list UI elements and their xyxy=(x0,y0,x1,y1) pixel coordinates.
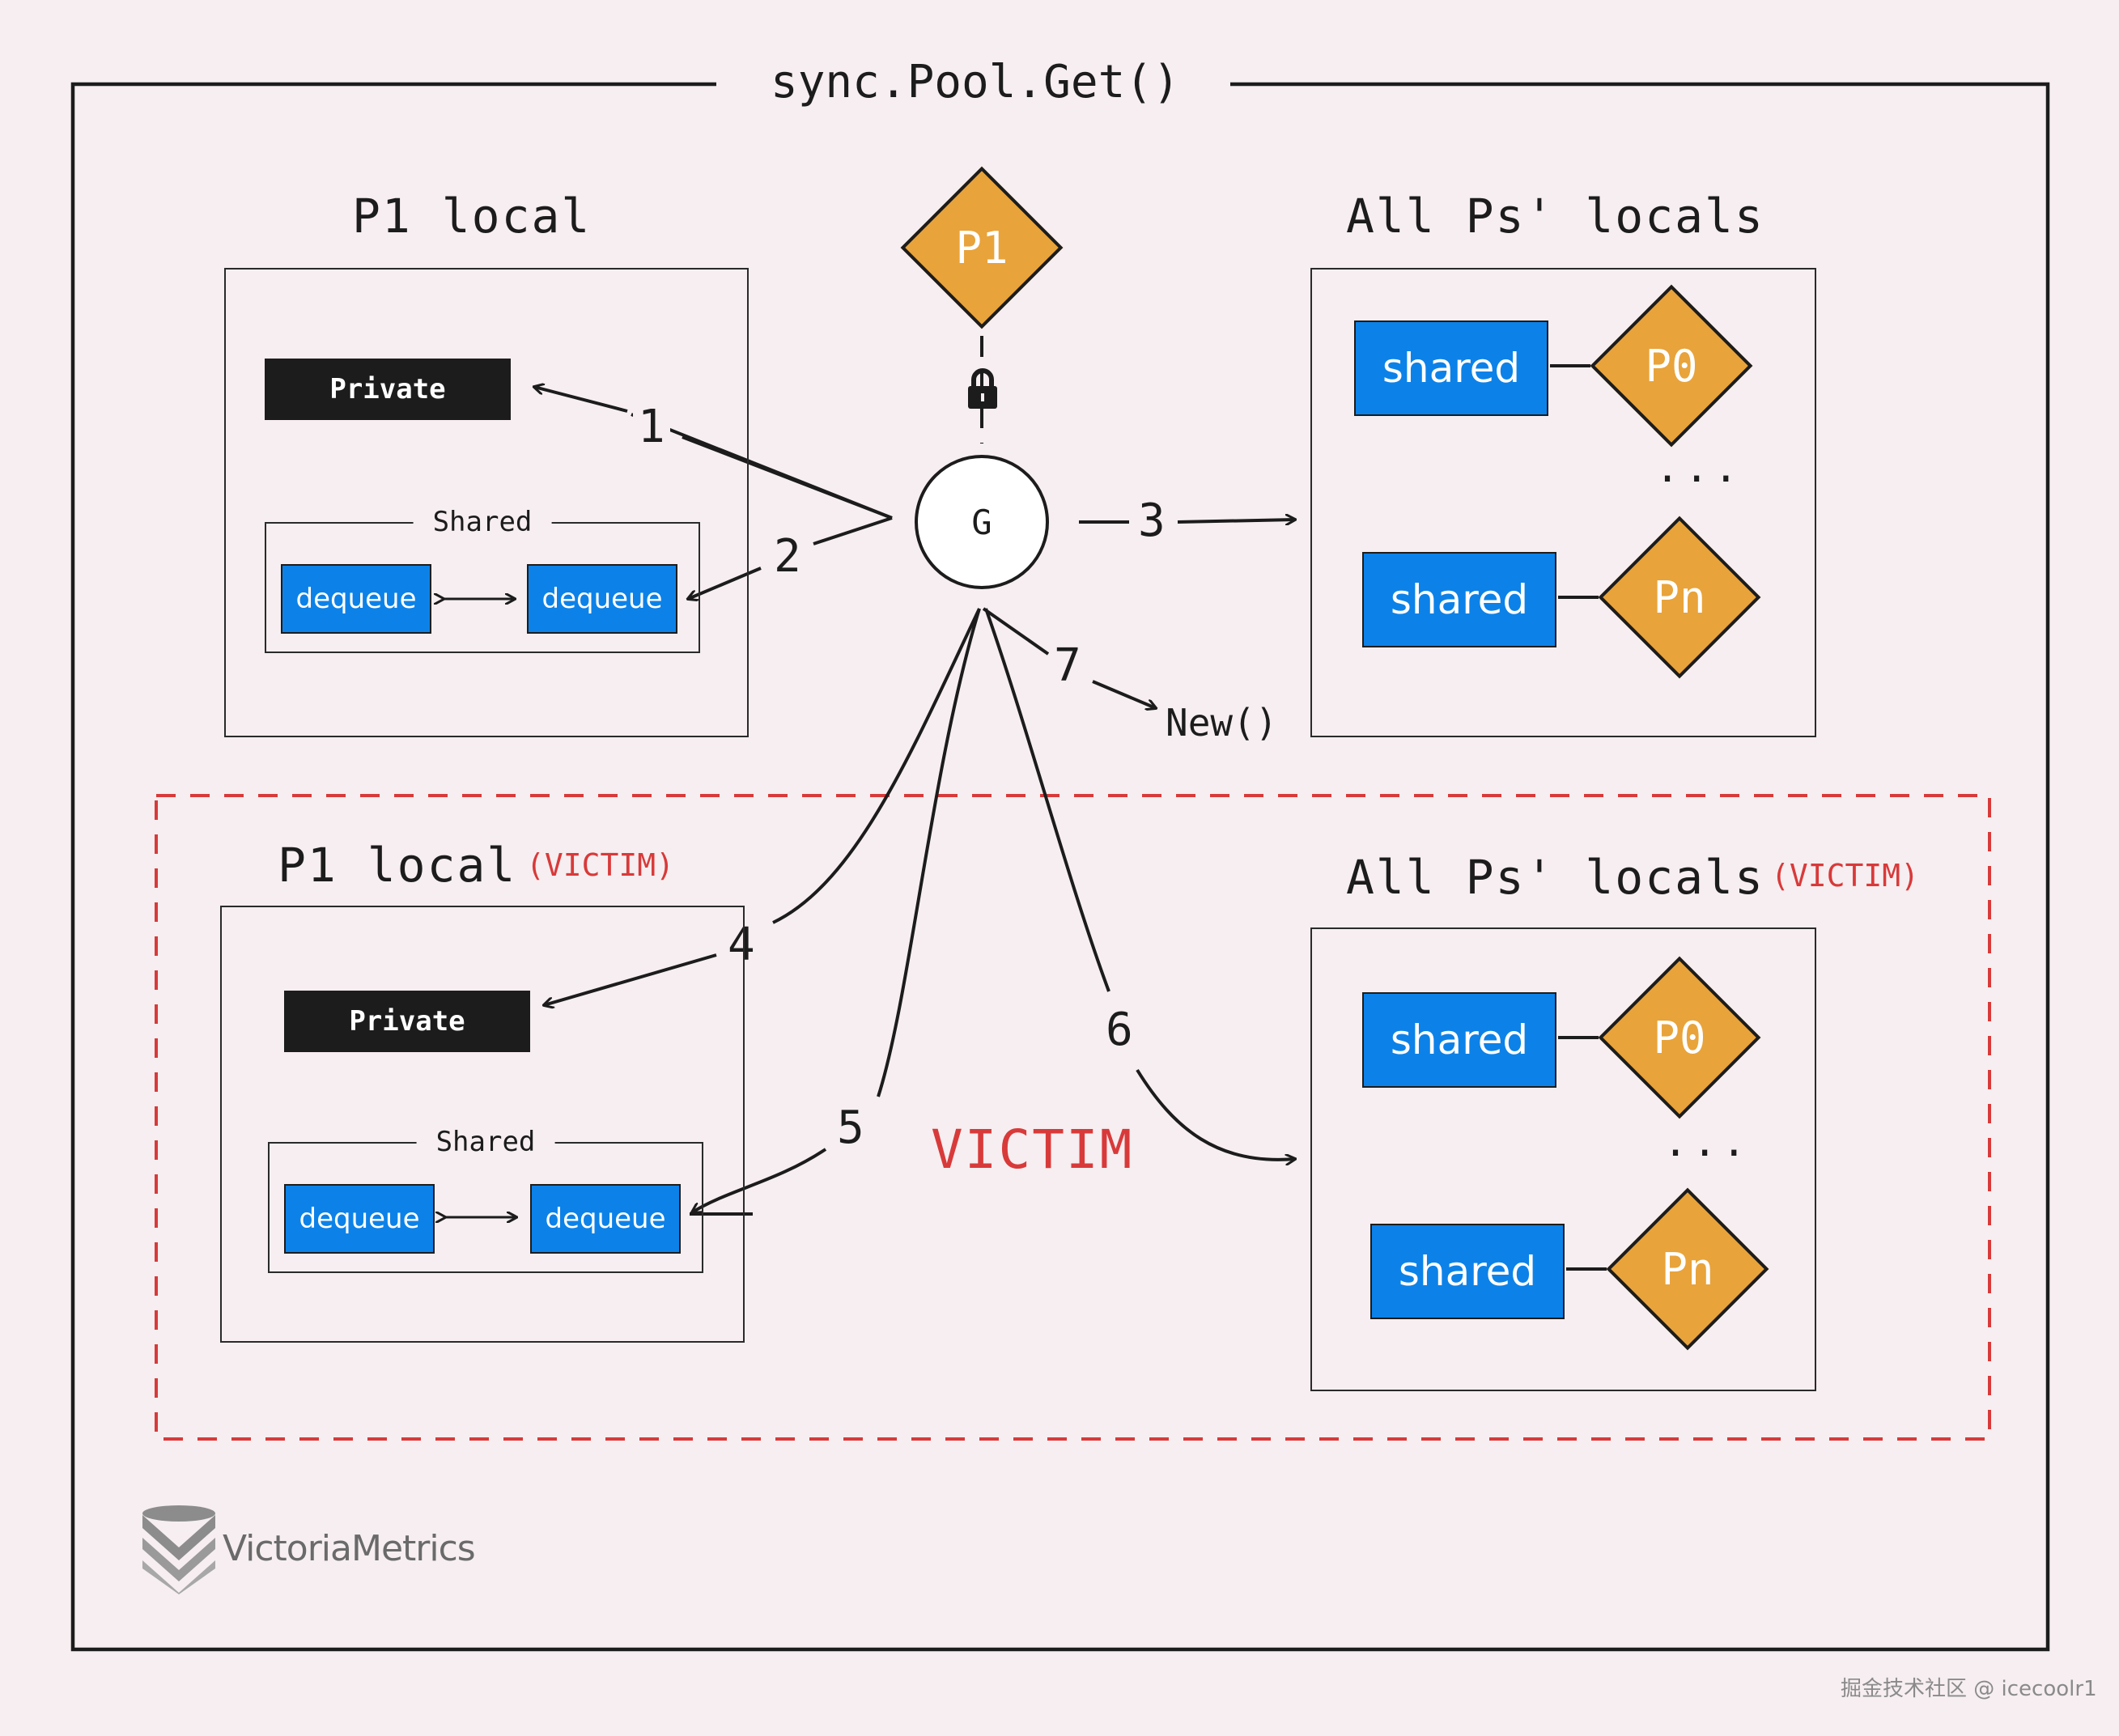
arrow-1-tail xyxy=(631,413,893,520)
step-5-label: 5 xyxy=(832,1106,869,1151)
new-call-label: New() xyxy=(1166,701,1278,745)
lock-icon xyxy=(968,368,997,409)
victoriametrics-logo-text: VictoriaMetrics xyxy=(223,1528,476,1569)
arrow-5-curve xyxy=(877,608,981,1097)
shared-group: Shared dequeue dequeue xyxy=(265,506,700,653)
arrow-1-head-segment xyxy=(534,387,628,413)
step-6-label: 6 xyxy=(1101,1008,1138,1053)
victim-p0-label: P0 xyxy=(1653,1012,1706,1063)
victim-center-label: VICTIM xyxy=(931,1118,1134,1181)
shared-pn-block: shared xyxy=(1362,552,1556,647)
victim-region-border xyxy=(155,794,1991,1441)
p0-processor-diamond: P0 xyxy=(1590,284,1753,448)
pn-label: Pn xyxy=(1653,571,1706,623)
victim-all-ps-locals-tag: (VICTIM) xyxy=(1771,858,1920,893)
victim-dequeue-left: dequeue xyxy=(284,1184,435,1254)
outer-frame xyxy=(70,82,2050,1652)
pn-processor-diamond: Pn xyxy=(1598,516,1761,679)
shared-group-label: Shared xyxy=(413,506,552,538)
step-4-label: 4 xyxy=(723,923,760,968)
arrow-4-head xyxy=(544,953,717,1005)
p1-processor-diamond: P1 xyxy=(900,166,1064,329)
p0-label: P0 xyxy=(1645,340,1698,392)
victim-shared-group: Shared dequeue dequeue xyxy=(268,1126,703,1273)
arrow-3-head xyxy=(1177,520,1295,522)
victim-shared-pn-block: shared xyxy=(1370,1224,1565,1319)
victim-pn-label: Pn xyxy=(1661,1243,1714,1295)
victim-dequeue-right: dequeue xyxy=(530,1184,681,1254)
victim-p1-local-tag: (VICTIM) xyxy=(526,847,675,883)
all-ps-locals-title: All Ps' locals xyxy=(1346,189,1764,244)
victim-pn-processor-diamond: Pn xyxy=(1606,1187,1769,1351)
arrow-2-head xyxy=(688,567,762,599)
all-ps-locals-box: shared ... shared xyxy=(1310,268,1816,737)
victim-private-block: Private xyxy=(284,991,530,1052)
victim-p0-processor-diamond: P0 xyxy=(1598,956,1761,1119)
arrow-6-head xyxy=(1136,1068,1295,1160)
arrow-7-head xyxy=(1092,680,1156,708)
victoriametrics-logo-icon xyxy=(142,1505,215,1594)
dequeue-left: dequeue xyxy=(281,564,431,634)
victim-all-ps-locals-box: shared ... shared xyxy=(1310,927,1816,1391)
step-2-label: 2 xyxy=(769,534,806,579)
arrow-2 xyxy=(813,516,893,545)
step-1-label: 1 xyxy=(633,405,670,450)
dequeue-right: dequeue xyxy=(527,564,677,634)
victim-p1-local-title: P1 local xyxy=(278,838,517,893)
shared-p0-block: shared xyxy=(1354,320,1548,416)
watermark: 掘金技术社区 @ icecoolr1 xyxy=(1841,1677,2097,1701)
frame-title: sync.Pool.Get() xyxy=(771,56,1180,108)
ellipsis: ... xyxy=(1655,444,1743,491)
victim-shared-group-label: Shared xyxy=(416,1126,555,1158)
goroutine-g-node: G xyxy=(915,455,1049,589)
arrow-7-tail xyxy=(982,607,1050,656)
p1-local-title: P1 local xyxy=(352,189,592,244)
p1-label: P1 xyxy=(955,222,1009,274)
victim-ellipsis: ... xyxy=(1663,1118,1752,1165)
arrow-4-curve xyxy=(772,608,981,924)
victim-shared-p0-block: shared xyxy=(1362,992,1556,1088)
victim-p1-local-box: Private Shared dequeue dequeue xyxy=(220,906,745,1343)
arrow-5-head xyxy=(692,1148,827,1212)
victim-all-ps-locals-title: All Ps' locals xyxy=(1346,850,1764,905)
step-3-label: 3 xyxy=(1133,499,1170,544)
private-block: Private xyxy=(265,359,511,420)
arrow-6-line xyxy=(984,608,1110,992)
p1-local-box: Private Shared dequeue dequeue xyxy=(224,268,749,737)
step-7-label: 7 xyxy=(1049,643,1086,689)
